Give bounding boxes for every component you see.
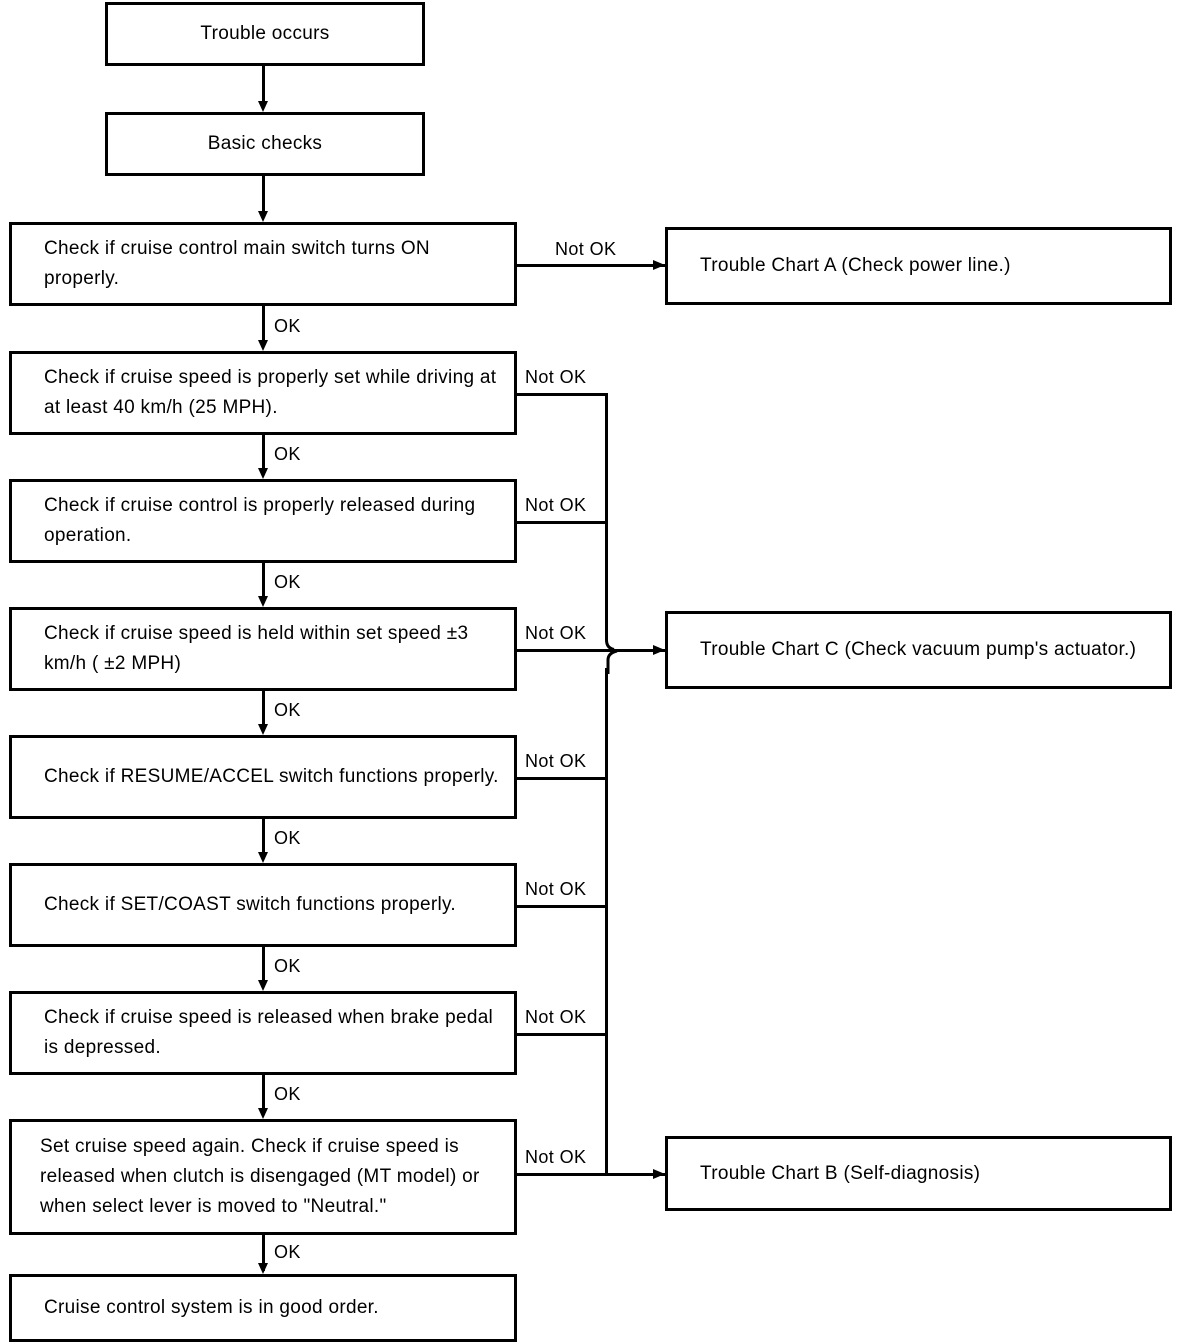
node-check-speed-held-label: Check if cruise speed is held within set… bbox=[44, 623, 469, 674]
arrow-trouble-to-basic bbox=[258, 101, 268, 112]
edge-label-not-ok-5: Not OK bbox=[523, 751, 589, 771]
node-check-brake-release-label: Check if cruise speed is released when b… bbox=[44, 1007, 494, 1058]
connector-speed-set-to-released bbox=[262, 435, 265, 475]
edge-label-not-ok-1: Not OK bbox=[553, 239, 619, 259]
line-hop-chart-c bbox=[605, 626, 618, 674]
connector-released-not-ok bbox=[517, 521, 608, 524]
connector-clutch-to-good-order bbox=[262, 1235, 265, 1271]
edge-label-ok-2: OK bbox=[272, 444, 303, 464]
node-check-main-switch-label: Check if cruise control main switch turn… bbox=[44, 238, 430, 289]
connector-set-coast-to-brake bbox=[262, 947, 265, 987]
connector-main-switch-to-speed-set bbox=[262, 306, 265, 346]
connector-speed-held-not-ok bbox=[517, 649, 665, 652]
connector-set-coast-not-ok bbox=[517, 905, 608, 908]
edge-label-ok-6: OK bbox=[272, 956, 303, 976]
node-trouble-chart-c-label: Trouble Chart C (Check vacuum pump's act… bbox=[700, 639, 1137, 660]
edge-label-ok-7: OK bbox=[272, 1084, 303, 1104]
arrow-resume-to-set-coast bbox=[258, 852, 268, 863]
node-basic-checks-label: Basic checks bbox=[207, 133, 323, 154]
node-trouble-chart-b[interactable]: Trouble Chart B (Self-diagnosis) bbox=[665, 1136, 1172, 1211]
connector-resume-to-set-coast bbox=[262, 819, 265, 859]
connector-speed-held-to-resume bbox=[262, 691, 265, 731]
connector-trouble-to-basic bbox=[262, 66, 265, 106]
edge-label-not-ok-6: Not OK bbox=[523, 879, 589, 899]
arrow-brake-to-clutch bbox=[258, 1108, 268, 1119]
arrow-released-to-speed-held bbox=[258, 596, 268, 607]
trunk-lower-to-chart-b bbox=[605, 668, 608, 1176]
node-check-set-coast-label: Check if SET/COAST switch functions prop… bbox=[44, 894, 456, 915]
node-good-order[interactable]: Cruise control system is in good order. bbox=[9, 1274, 517, 1342]
connector-released-to-speed-held bbox=[262, 563, 265, 603]
node-check-speed-set-label: Check if cruise speed is properly set wh… bbox=[44, 367, 497, 418]
edge-label-not-ok-3: Not OK bbox=[523, 495, 589, 515]
arrow-clutch-to-good-order bbox=[258, 1263, 268, 1274]
arrow-clutch-to-chart-b bbox=[653, 1169, 665, 1179]
connector-main-switch-to-chart-a bbox=[517, 264, 665, 267]
edge-label-ok-4: OK bbox=[272, 700, 303, 720]
connector-clutch-not-ok bbox=[517, 1173, 665, 1176]
node-trouble-chart-a[interactable]: Trouble Chart A (Check power line.) bbox=[665, 227, 1172, 305]
arrow-set-coast-to-brake bbox=[258, 980, 268, 991]
node-check-speed-held[interactable]: Check if cruise speed is held within set… bbox=[9, 607, 517, 691]
node-check-brake-release[interactable]: Check if cruise speed is released when b… bbox=[9, 991, 517, 1075]
node-check-clutch-neutral-label: Set cruise speed again. Check if cruise … bbox=[40, 1136, 480, 1217]
node-trouble-occurs-label: Trouble occurs bbox=[200, 23, 330, 44]
edge-label-not-ok-2: Not OK bbox=[523, 367, 589, 387]
trunk-upper-to-chart-c bbox=[605, 393, 608, 634]
connector-speed-set-not-ok bbox=[517, 393, 608, 396]
node-trouble-chart-b-label: Trouble Chart B (Self-diagnosis) bbox=[700, 1162, 981, 1184]
node-check-released-operation[interactable]: Check if cruise control is properly rele… bbox=[9, 479, 517, 563]
arrow-speed-held-to-chart-c bbox=[653, 645, 665, 655]
connector-brake-not-ok bbox=[517, 1033, 608, 1036]
connector-brake-to-clutch bbox=[262, 1075, 265, 1115]
edge-label-not-ok-7: Not OK bbox=[523, 1007, 589, 1027]
arrow-speed-set-to-released bbox=[258, 468, 268, 479]
edge-label-ok-3: OK bbox=[272, 572, 303, 592]
edge-label-not-ok-4: Not OK bbox=[523, 623, 589, 643]
node-trouble-chart-a-label: Trouble Chart A (Check power line.) bbox=[700, 255, 1011, 276]
node-trouble-occurs[interactable]: Trouble occurs bbox=[105, 2, 425, 66]
arrow-speed-held-to-resume bbox=[258, 724, 268, 735]
node-trouble-chart-c[interactable]: Trouble Chart C (Check vacuum pump's act… bbox=[665, 611, 1172, 689]
node-check-main-switch[interactable]: Check if cruise control main switch turn… bbox=[9, 222, 517, 306]
edge-label-ok-1: OK bbox=[272, 316, 303, 336]
node-good-order-label: Cruise control system is in good order. bbox=[44, 1297, 379, 1318]
arrow-main-switch-to-chart-a bbox=[653, 260, 665, 270]
connector-resume-not-ok bbox=[517, 777, 608, 780]
node-check-resume-accel-label: Check if RESUME/ACCEL switch functions p… bbox=[44, 766, 499, 787]
node-check-resume-accel[interactable]: Check if RESUME/ACCEL switch functions p… bbox=[9, 735, 517, 819]
node-check-set-coast[interactable]: Check if SET/COAST switch functions prop… bbox=[9, 863, 517, 947]
node-check-clutch-neutral[interactable]: Set cruise speed again. Check if cruise … bbox=[9, 1119, 517, 1235]
edge-label-not-ok-8: Not OK bbox=[523, 1147, 589, 1167]
arrow-main-switch-to-speed-set bbox=[258, 340, 268, 351]
edge-label-ok-8: OK bbox=[272, 1242, 303, 1262]
node-basic-checks[interactable]: Basic checks bbox=[105, 112, 425, 176]
node-check-released-operation-label: Check if cruise control is properly rele… bbox=[44, 495, 476, 546]
connector-basic-to-main-switch bbox=[262, 176, 265, 216]
arrow-basic-to-main-switch bbox=[258, 211, 268, 222]
edge-label-ok-5: OK bbox=[272, 828, 303, 848]
node-check-speed-set[interactable]: Check if cruise speed is properly set wh… bbox=[9, 351, 517, 435]
